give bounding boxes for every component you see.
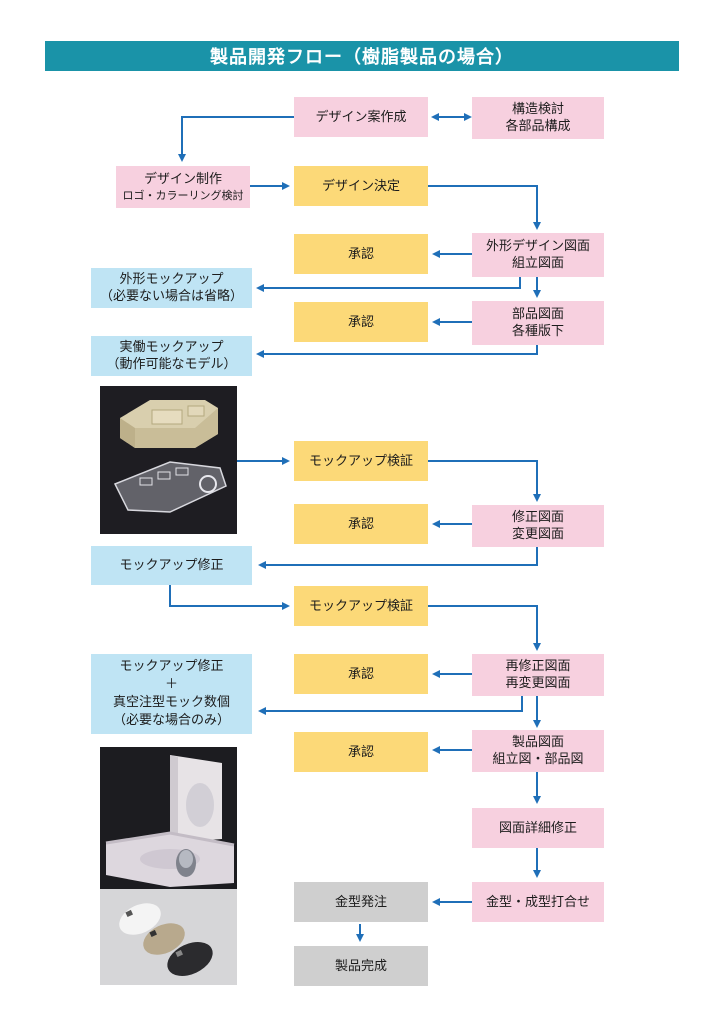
approve-box-2: 承認 (294, 302, 428, 342)
design-plan-label: デザイン案作成 (315, 109, 407, 125)
mouse-samples-photo (100, 889, 237, 985)
approve-box-3: 承認 (294, 504, 428, 544)
approve-box-1: 承認 (294, 234, 428, 274)
mock-verify-box-1: モックアップ検証 (294, 441, 428, 481)
mold-meeting-box: 金型・成型打合せ (472, 882, 604, 922)
mold-order-box: 金型発注 (294, 882, 428, 922)
exterior-drawing-box: 外形デザイン図面 組立図面 (472, 233, 604, 277)
re-revised-label-1: 再修正図面 (505, 659, 571, 674)
working-mockup-photo (100, 386, 237, 534)
design-decide-label: デザイン決定 (321, 178, 400, 194)
revised-drawing-box: 修正図面 変更図面 (472, 505, 604, 547)
product-drawing-box: 製品図面 組立図・部品図 (472, 730, 604, 772)
page-title: 製品開発フロー（樹脂製品の場合） (45, 41, 679, 71)
parts-drawing-box: 部品図面 各種版下 (472, 301, 604, 345)
mock-verify-box-2: モックアップ検証 (294, 586, 428, 626)
parts-drawing-label-1: 部品図面 (511, 307, 564, 322)
approve-label-4: 承認 (347, 666, 374, 682)
revised-drawing-label-2: 変更図面 (511, 527, 564, 542)
exterior-mock-box: 外形モックアップ （必要ない場合は省略） (91, 268, 252, 308)
approve-label-3: 承認 (347, 516, 374, 532)
mock-fix2-label-2: ＋ (164, 677, 178, 692)
exterior-mock-label-2: （必要ない場合は省略） (99, 289, 243, 304)
working-mock-box: 実働モックアップ （動作可能なモデル） (91, 336, 252, 376)
re-revised-label-2: 再変更図面 (505, 676, 571, 691)
approve-label-1: 承認 (347, 246, 374, 262)
structure-label-1: 構造検討 (511, 102, 564, 117)
design-make-label-1: デザイン制作 (143, 172, 222, 187)
mold-order-label: 金型発注 (334, 894, 387, 910)
working-mock-label-1: 実働モックアップ (119, 340, 224, 355)
mock-fix-vacuum-box: モックアップ修正 ＋ 真空注型モック数個 （必要な場合のみ） (91, 654, 252, 734)
revised-drawing-label-1: 修正図面 (511, 510, 564, 525)
mock-fix2-label-3: 真空注型モック数個 (112, 695, 230, 710)
approve-label-2: 承認 (347, 314, 374, 330)
working-mock-label-2: （動作可能なモデル） (106, 357, 237, 372)
detail-fix-label: 図面詳細修正 (498, 820, 577, 836)
design-decide-box: デザイン決定 (294, 166, 428, 206)
parts-drawing-label-2: 各種版下 (511, 324, 564, 339)
mock-verify-label-1: モックアップ検証 (308, 453, 413, 469)
approve-label-5: 承認 (347, 744, 374, 760)
design-plan-box: デザイン案作成 (294, 97, 428, 137)
mock-fix-label: モックアップ修正 (119, 558, 224, 573)
approve-box-5: 承認 (294, 732, 428, 772)
exterior-mock-label-1: 外形モックアップ (119, 272, 224, 287)
vacuum-mold-photo (100, 747, 237, 889)
product-done-box: 製品完成 (294, 946, 428, 986)
mock-fix2-label-1: モックアップ修正 (119, 659, 224, 674)
design-make-label-2: ロゴ・カラーリング検討 (122, 189, 244, 202)
product-done-label: 製品完成 (334, 958, 387, 974)
structure-box: 構造検討 各部品構成 (472, 97, 604, 139)
exterior-drawing-label-1: 外形デザイン図面 (485, 239, 590, 254)
approve-box-4: 承認 (294, 654, 428, 694)
structure-label-2: 各部品構成 (505, 119, 571, 134)
mock-fix2-label-4: （必要な場合のみ） (112, 713, 230, 728)
detail-fix-box: 図面詳細修正 (472, 808, 604, 848)
product-drawing-label-2: 組立図・部品図 (492, 752, 584, 767)
mock-verify-label-2: モックアップ検証 (308, 598, 413, 614)
exterior-drawing-label-2: 組立図面 (511, 256, 564, 271)
re-revised-drawing-box: 再修正図面 再変更図面 (472, 654, 604, 696)
design-make-box: デザイン制作 ロゴ・カラーリング検討 (116, 166, 250, 208)
mold-meeting-label: 金型・成型打合せ (485, 894, 590, 910)
product-drawing-label-1: 製品図面 (511, 735, 564, 750)
mock-fix-box: モックアップ修正 (91, 546, 252, 585)
